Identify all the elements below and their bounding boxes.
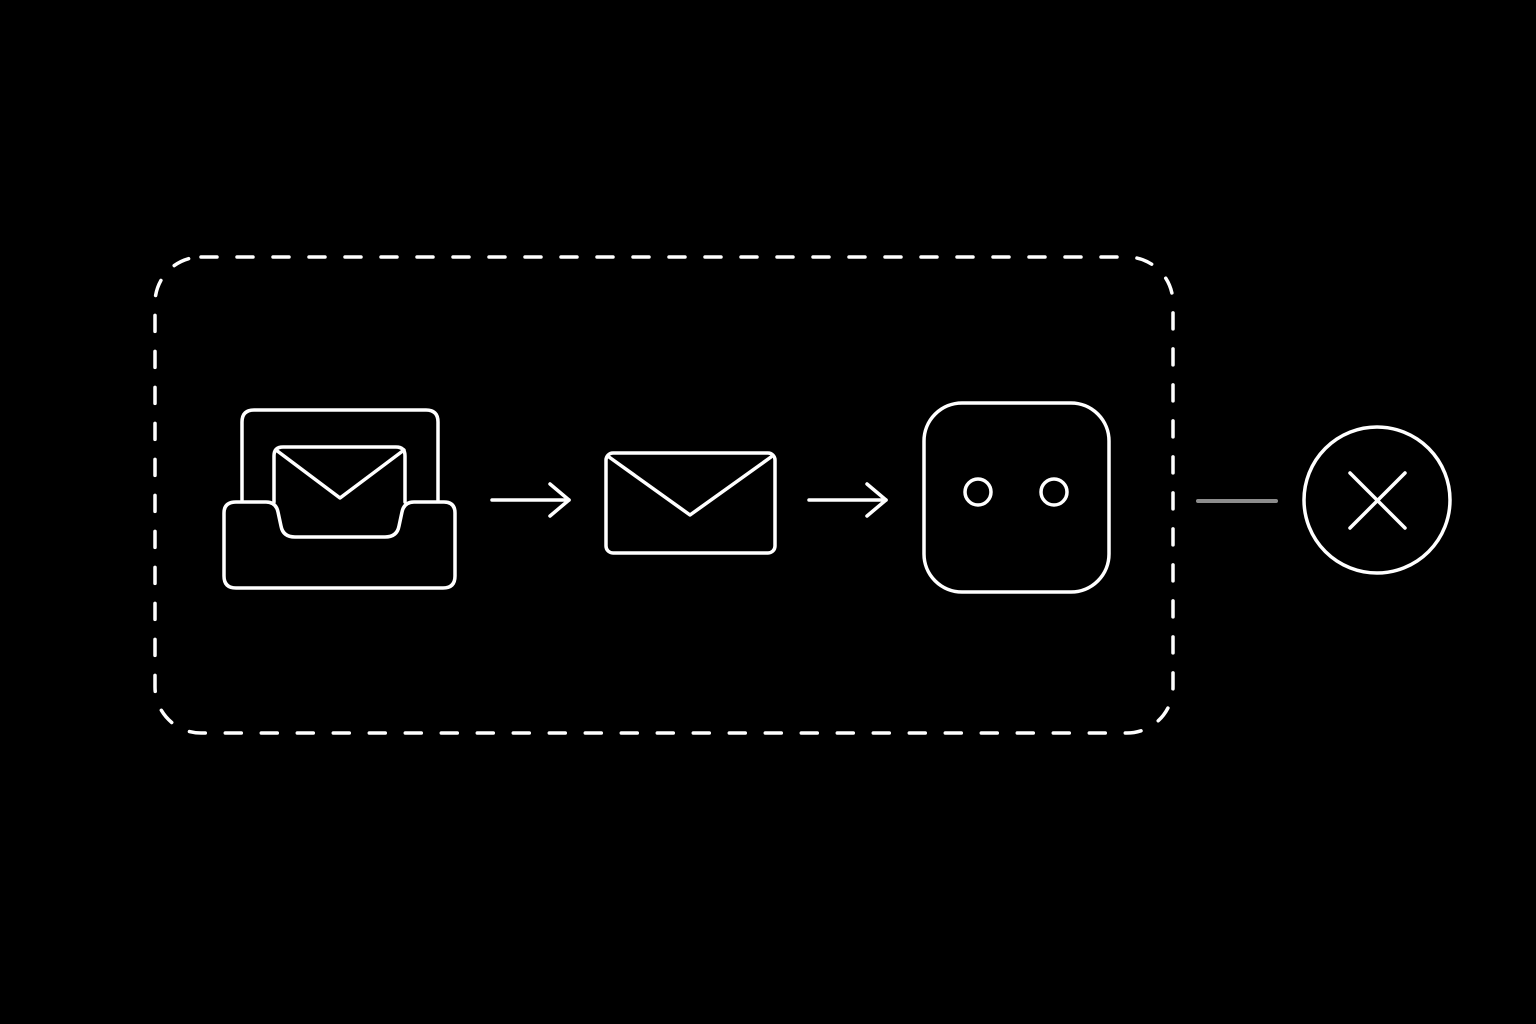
arrow-right-icon (490, 482, 571, 518)
arrow-right-icon (807, 482, 888, 518)
inbox-envelope-icon (272, 445, 407, 504)
inbox-tray-icon (222, 408, 457, 590)
envelope-icon (604, 451, 777, 555)
robot-face-icon (922, 401, 1111, 594)
dashed-group-boundary (153, 255, 1175, 735)
close-circle-icon (1302, 425, 1452, 575)
robot-left-eye-icon (963, 477, 993, 507)
robot-right-eye-icon (1039, 477, 1069, 507)
